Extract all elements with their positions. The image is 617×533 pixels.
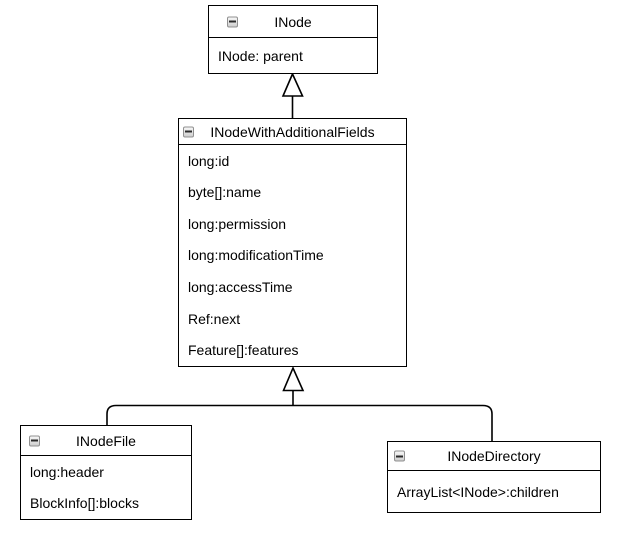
class-field: long:permission: [188, 215, 287, 232]
class-field: INode: parent: [218, 47, 303, 64]
class-title: INode: [274, 13, 312, 30]
collapse-minus-icon[interactable]: [183, 126, 194, 137]
minus-glyph: [31, 439, 38, 442]
class-field: Feature[]:features: [188, 342, 299, 359]
class-field: byte[]:name: [188, 184, 262, 201]
class-box-inode[interactable]: INode INode: parent: [208, 5, 378, 74]
class-title-bar: INodeWithAdditionalFields: [179, 119, 406, 145]
class-title-bar: INodeFile: [21, 426, 191, 456]
class-title: INodeWithAdditionalFields: [210, 123, 375, 140]
class-field: long:modificationTime: [188, 247, 324, 264]
class-fields: long:header BlockInfo[]:blocks: [21, 456, 191, 519]
minus-glyph: [185, 130, 192, 133]
class-box-inodedirectory[interactable]: INodeDirectory ArrayList<INode>:children: [387, 441, 601, 513]
minus-glyph: [229, 20, 236, 23]
collapse-minus-icon[interactable]: [394, 450, 405, 462]
class-fields: INode: parent: [209, 38, 377, 73]
class-field: Ref:next: [188, 310, 241, 327]
collapse-minus-icon[interactable]: [29, 435, 40, 446]
minus-glyph: [396, 455, 403, 457]
class-box-inodewithadditionalfields[interactable]: INodeWithAdditionalFields long:id byte[]…: [178, 118, 407, 367]
class-field: long:header: [30, 463, 104, 480]
class-title-bar: INodeDirectory: [388, 442, 600, 471]
class-fields: long:id byte[]:name long:permission long…: [179, 145, 406, 366]
inheritance-arrow-inode: [281, 72, 304, 97]
inheritance-arrow-inodewithadditionalfields: [282, 365, 305, 392]
class-field: ArrayList<INode>:children: [397, 483, 559, 500]
collapse-minus-icon[interactable]: [227, 16, 238, 27]
class-field: long:accessTime: [188, 279, 293, 296]
class-box-inodefile[interactable]: INodeFile long:header BlockInfo[]:blocks: [20, 425, 192, 520]
class-title-bar: INode: [209, 6, 377, 38]
class-fields: ArrayList<INode>:children: [388, 471, 600, 512]
class-title: INodeDirectory: [447, 448, 541, 464]
class-field: long:id: [188, 152, 230, 169]
class-title: INodeFile: [76, 432, 136, 449]
class-field: BlockInfo[]:blocks: [30, 495, 139, 512]
